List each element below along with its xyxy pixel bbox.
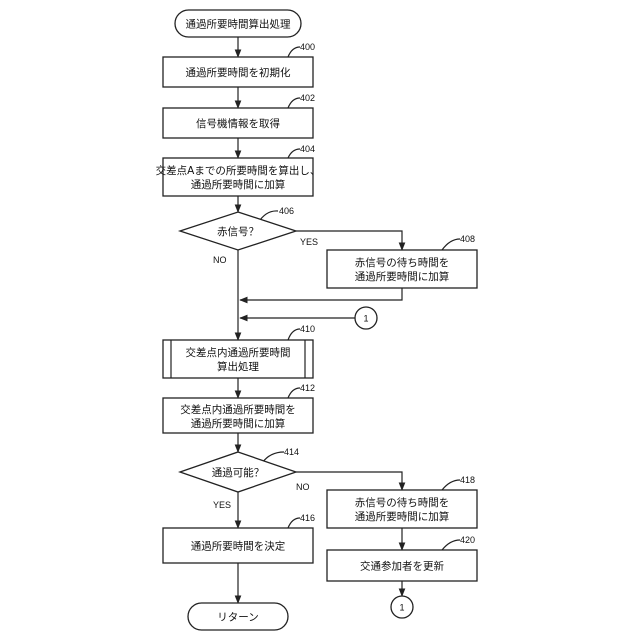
ref-leader-416 [288, 518, 300, 528]
branch-406-no: NO [213, 255, 227, 265]
node-410-label-line2: 算出処理 [217, 360, 259, 373]
connector-top-label: 1 [363, 314, 368, 324]
ref-410: 410 [300, 324, 315, 334]
node-418-label-line2: 通過所要時間に加算 [355, 510, 450, 523]
ref-404: 404 [300, 144, 315, 154]
node-412-label-line1: 交差点内通過所要時間を [180, 403, 296, 416]
connector-bottom: 1 [391, 596, 413, 618]
ref-420: 420 [460, 535, 475, 545]
node-404-label-line2: 通過所要時間に加算 [191, 178, 286, 191]
ref-412: 412 [300, 383, 315, 393]
node-410-label-line1: 交差点内通過所要時間 [186, 346, 291, 359]
edge-414-no-418 [296, 472, 402, 490]
node-402: 信号機情報を取得 402 [163, 93, 315, 138]
edge-408-merge [240, 288, 402, 300]
node-414: 通過可能？ 414 NO YES [180, 447, 310, 510]
ref-leader-412 [288, 388, 300, 398]
node-400: 通過所要時間を初期化 400 [163, 42, 315, 87]
node-start: 通過所要時間算出処理 [175, 10, 301, 37]
branch-406-yes: YES [300, 237, 318, 247]
node-414-label: 通過可能？ [212, 466, 265, 479]
node-408-label-line2: 通過所要時間に加算 [355, 270, 450, 283]
node-400-label: 通過所要時間を初期化 [186, 66, 291, 79]
ref-402: 402 [300, 93, 315, 103]
ref-400: 400 [300, 42, 315, 52]
node-406: 赤信号？ 406 YES NO [180, 206, 318, 265]
node-start-label: 通過所要時間算出処理 [186, 18, 291, 31]
ref-418: 418 [460, 475, 475, 485]
connector-bottom-label: 1 [399, 603, 404, 613]
ref-leader-400 [288, 47, 300, 57]
node-420-label: 交通参加者を更新 [360, 560, 444, 573]
ref-leader-408 [442, 239, 460, 250]
node-end-label: リターン [217, 612, 258, 624]
ref-414: 414 [284, 447, 299, 457]
ref-406: 406 [279, 206, 294, 216]
node-406-label: 赤信号？ [217, 226, 259, 238]
node-408-label-line1: 赤信号の待ち時間を [355, 256, 450, 269]
node-416-label: 通過所要時間を決定 [191, 540, 286, 553]
branch-414-yes: YES [213, 500, 231, 510]
branch-414-no: NO [296, 482, 310, 492]
ref-408: 408 [460, 234, 475, 244]
node-end: リターン [188, 603, 288, 630]
ref-leader-402 [288, 98, 300, 108]
node-404-label-line1: 交差点Aまでの所要時間を算出し、 [156, 164, 321, 177]
node-412-label-line2: 通過所要時間に加算 [191, 417, 286, 430]
ref-leader-410 [288, 329, 300, 340]
connector-top: 1 [355, 307, 377, 329]
ref-leader-420 [442, 540, 460, 550]
node-402-label: 信号機情報を取得 [196, 117, 280, 130]
ref-leader-404 [288, 149, 300, 158]
ref-416: 416 [300, 513, 315, 523]
ref-leader-418 [442, 480, 460, 490]
node-418-label-line1: 赤信号の待ち時間を [355, 496, 450, 509]
